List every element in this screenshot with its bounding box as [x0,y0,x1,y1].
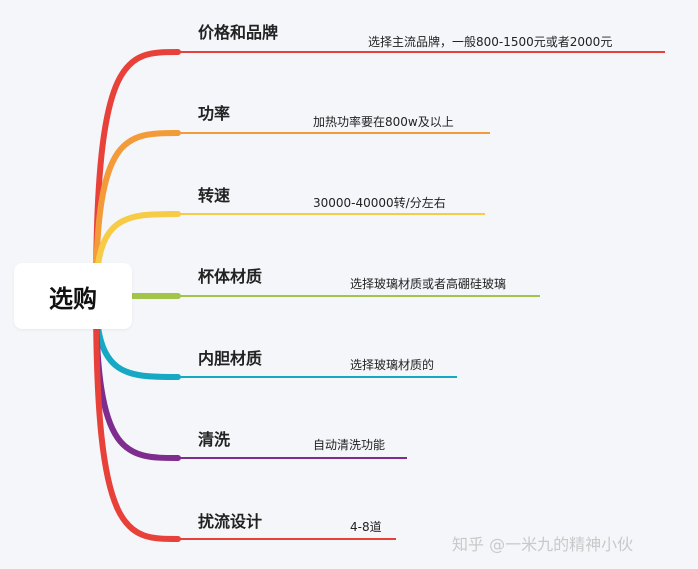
branch-detail-speed: 30000-40000转/分左右 [313,196,446,210]
branch-detail-liner-material: 选择玻璃材质的 [350,358,435,372]
watermark: 知乎 @一米九的精神小伙 [452,535,634,554]
branch-topic-cup-material[interactable]: 杯体材质 [198,267,263,286]
branch-detail-cup-material: 选择玻璃材质或者高硼硅玻璃 [350,277,507,291]
branch-topic-liner-material[interactable]: 内胆材质 [198,349,263,368]
root-label: 选购 [49,284,97,313]
branch-detail-turbulence: 4-8道 [350,520,382,534]
branch-detail-cleaning: 自动清洗功能 [313,438,386,452]
branch-topic-cleaning[interactable]: 清洗 [198,430,231,449]
branch-curve-turbulence [93,293,181,542]
branch-topic-turbulence[interactable]: 扰流设计 [198,512,263,531]
branch-detail-power: 加热功率要在800w及以上 [313,115,454,129]
branch-topic-speed[interactable]: 转速 [198,186,231,205]
branch-topic-price-brand[interactable]: 价格和品牌 [198,23,279,42]
root-node[interactable]: 选购 [14,263,132,329]
branch-detail-price-brand: 选择主流品牌，一般800-1500元或者2000元 [368,35,613,49]
branch-curve-power [93,130,181,299]
branch-topic-power[interactable]: 功率 [198,104,231,123]
